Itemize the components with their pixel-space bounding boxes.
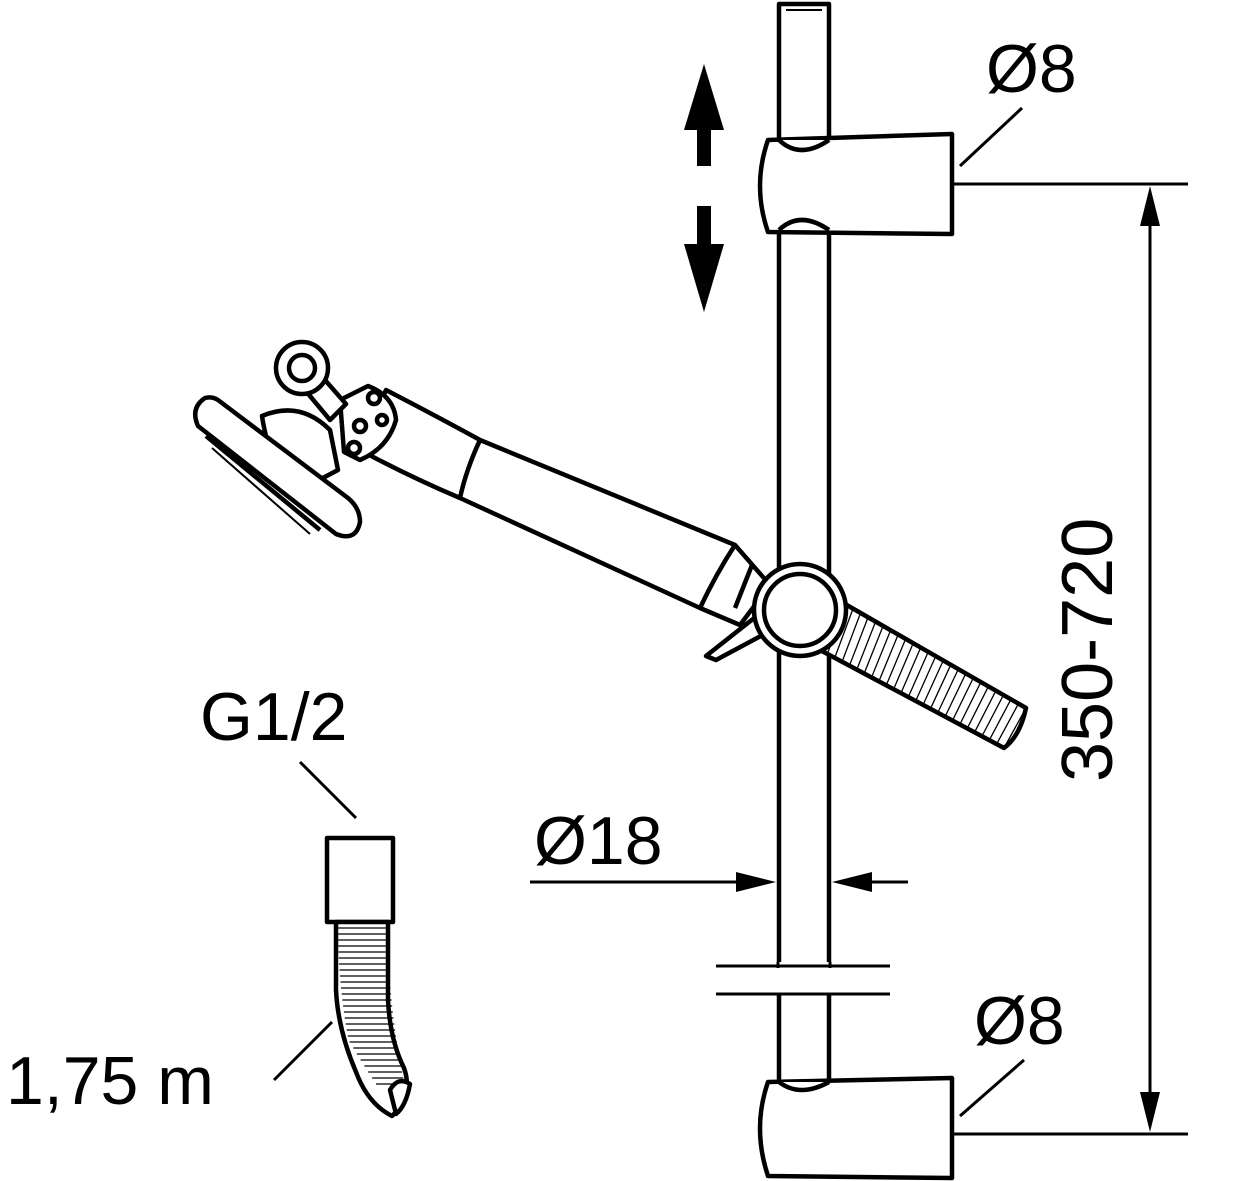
adjust-range-dimension: [1140, 186, 1160, 1132]
bottom-wall-bracket: [757, 1058, 1188, 1181]
holder-knob: [761, 571, 839, 649]
hose-rib: [959, 681, 982, 725]
hose-rib: [885, 638, 907, 686]
joint-hole: [365, 389, 383, 407]
hose-rib: [937, 668, 959, 713]
handle-neck-line-2: [732, 564, 755, 609]
hand-shower: [192, 339, 1029, 751]
hose-nut: [324, 835, 396, 925]
up-arrow-icon: [684, 64, 724, 130]
hose-rib: [834, 608, 854, 659]
top-bracket-body: [757, 131, 955, 237]
hose-rib: [870, 629, 892, 678]
hose-thread-label: G1/2: [200, 679, 347, 755]
top-bracket-leader: [958, 106, 1024, 168]
hose-segment: [817, 597, 1029, 751]
shower-head-rim: [204, 434, 322, 532]
shower-hose: [272, 760, 413, 1119]
bottom-bracket-diameter-label: Ø8: [974, 983, 1065, 1059]
shower-handle: [357, 387, 773, 628]
joint-hole: [374, 412, 390, 428]
hose-rib: [981, 694, 1005, 737]
slide-rail: [716, 1, 890, 1085]
top-wall-bracket: [757, 106, 1188, 237]
hose-rib: [907, 651, 929, 698]
arrow-head-right: [736, 872, 776, 892]
hose-rib: [973, 690, 997, 733]
hose-rib: [863, 625, 884, 674]
joint-hole: [345, 439, 363, 457]
hose-thread-leader: [298, 760, 358, 820]
joint-hole: [351, 417, 369, 435]
hose-rib: [878, 634, 899, 682]
rail-holder: [751, 561, 849, 659]
hose-length-label: 1,75 m: [6, 1043, 214, 1119]
hose-rib: [944, 673, 967, 717]
hose-rib: [988, 699, 1012, 741]
handle-neck-line: [697, 543, 737, 609]
hose-rib: [929, 664, 952, 710]
bottom-bracket-body: [757, 1075, 955, 1181]
slide-direction-arrows: [684, 64, 724, 312]
down-arrow-shaft: [697, 206, 711, 246]
hose-length-leader: [272, 1020, 334, 1082]
down-arrow-icon: [684, 244, 724, 312]
up-arrow-shaft: [697, 128, 711, 166]
handle-grip-line: [457, 439, 483, 499]
top-bracket-collar-lower: [777, 217, 831, 232]
arrow-head-up: [1140, 186, 1160, 226]
hose-rib: [856, 621, 877, 670]
hose-rib: [915, 655, 937, 702]
rail-diameter-label: Ø18: [534, 803, 663, 879]
rail-diameter-dimension: [530, 872, 908, 892]
arrow-head-down: [1140, 1092, 1160, 1132]
top-bracket-diameter-label: Ø8: [986, 31, 1077, 107]
hose-rib: [893, 642, 914, 690]
bottom-bracket-collar: [777, 1080, 831, 1093]
hose-rib: [922, 660, 944, 706]
adjust-range-label: 350-720: [1048, 518, 1128, 782]
hose-rib: [951, 677, 974, 721]
hanging-ring-hole: [286, 352, 318, 384]
arrow-head-left: [832, 872, 872, 892]
shower-head-rim-inner: [211, 447, 311, 535]
hose-rib: [966, 686, 989, 729]
hose-rib: [1003, 707, 1027, 749]
shower-head-face: [192, 395, 363, 539]
hose-end: [387, 1078, 413, 1117]
hose-segment-body: [817, 597, 1029, 751]
top-bracket-collar: [777, 138, 831, 153]
hose-rib: [900, 647, 922, 694]
rail-top-segment: [776, 1, 832, 147]
hose-rib: [841, 612, 862, 662]
bottom-bracket-leader: [959, 1058, 1025, 1118]
hose-rib: [996, 703, 1020, 745]
hose-rib: [848, 617, 869, 666]
